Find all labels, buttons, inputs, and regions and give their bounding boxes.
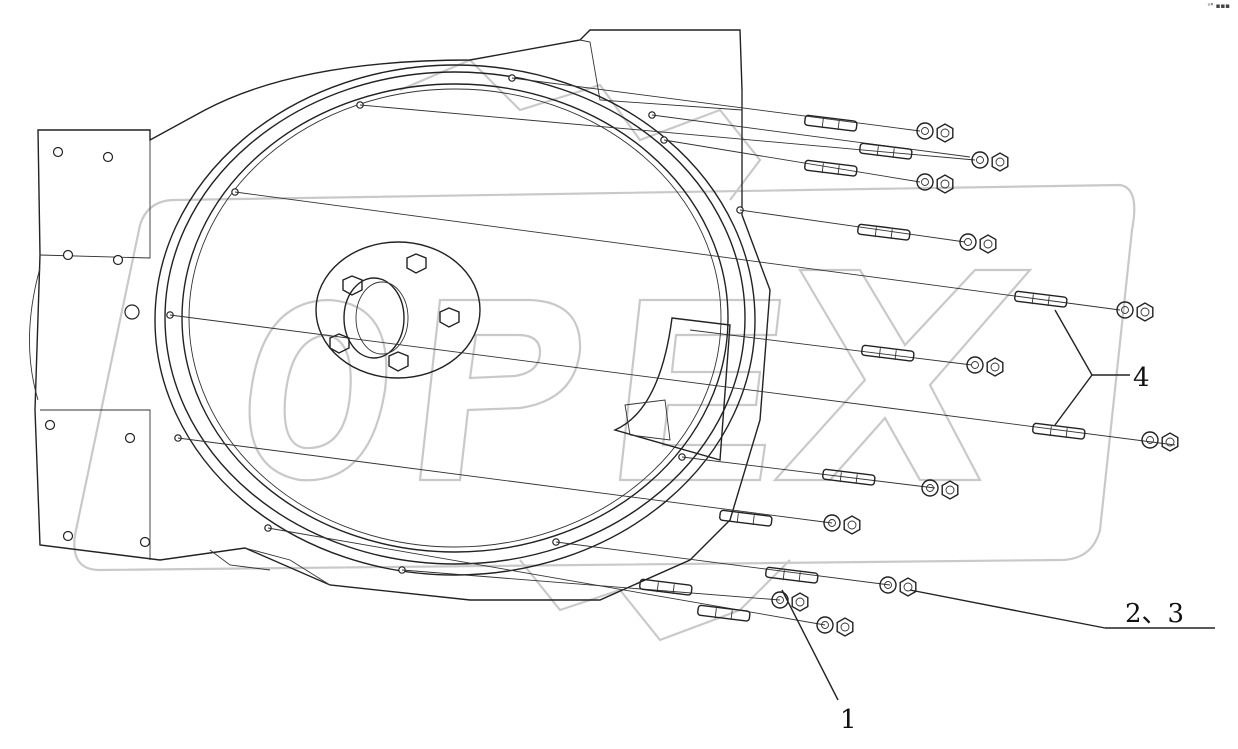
- hex-nut: [836, 617, 854, 637]
- stud-bolt: [765, 566, 819, 584]
- centre-hub: [315, 241, 481, 379]
- washer: [1116, 301, 1134, 319]
- hex-nut: [936, 123, 954, 143]
- stud-bolt: [697, 604, 751, 622]
- washer: [959, 233, 977, 251]
- callout-1: 1: [840, 705, 857, 735]
- stud-bolt: [857, 223, 911, 241]
- hex-nut: [791, 592, 809, 612]
- washer: [771, 591, 789, 609]
- washer: [916, 173, 934, 191]
- hex-nut: [986, 357, 1004, 377]
- washer: [966, 356, 984, 374]
- hex-nut: [979, 234, 997, 254]
- stud-bolt: [804, 159, 858, 177]
- washer: [816, 616, 834, 634]
- hex-nut: [899, 577, 917, 597]
- washer: [971, 151, 989, 169]
- hex-nut: [936, 174, 954, 194]
- callout-2-3: 2、3: [1125, 599, 1184, 629]
- stud-bolt: [804, 114, 858, 132]
- stud-bolt: [719, 509, 773, 527]
- flywheel-housing: [29, 29, 771, 601]
- stud-bolt: [1014, 290, 1068, 308]
- hub-bolt-heads: [329, 253, 460, 372]
- stud-bolt: [1032, 422, 1086, 440]
- washer: [1141, 431, 1159, 449]
- hex-nut: [1136, 302, 1154, 322]
- hex-nut: [991, 152, 1009, 172]
- hex-nut: [941, 480, 959, 500]
- stud-bolt: [859, 142, 913, 160]
- hex-nut: [843, 515, 861, 535]
- washer: [921, 479, 939, 497]
- washer: [916, 122, 934, 140]
- corner-marker: ᵒᴿ ▪▪▪: [1207, 2, 1230, 10]
- leader-lines: [781, 309, 1215, 701]
- stud-bolt: [861, 344, 915, 362]
- hex-nut: [1161, 432, 1179, 452]
- watermark-letters: [248, 268, 1033, 482]
- callout-4: 4: [1133, 363, 1150, 393]
- assembly-axis-lines: [169, 77, 1176, 626]
- watermark-logo: [73, 58, 1136, 642]
- inspection-window: [612, 317, 731, 461]
- studs-and-nuts: [639, 114, 1179, 637]
- washer: [879, 576, 897, 594]
- stud-bolt: [639, 578, 693, 596]
- flange-ring: [154, 64, 756, 576]
- washer: [823, 514, 841, 532]
- stud-bolt: [822, 468, 876, 486]
